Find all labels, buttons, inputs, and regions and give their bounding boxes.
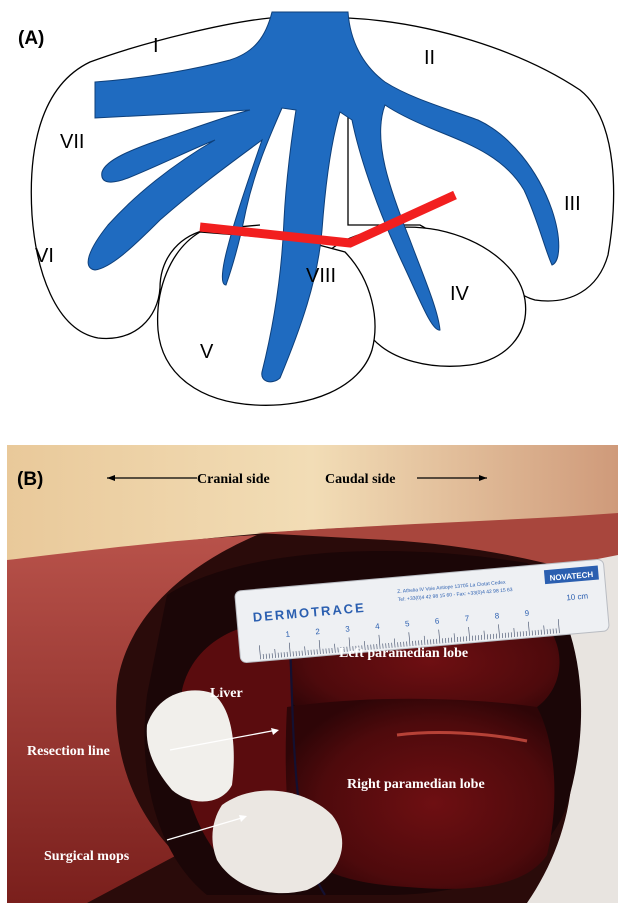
lobe-label-i: I <box>153 35 159 57</box>
surgical-mops-label: Surgical mops <box>44 849 130 864</box>
lobe-label-ii: II <box>424 47 435 69</box>
lobe-label-iii: III <box>564 193 581 215</box>
panel-a-label: (A) <box>18 28 44 49</box>
ruler-unit: 10 cm <box>566 591 589 602</box>
right-paramedian-lobe-label: Right paramedian lobe <box>347 777 485 792</box>
panel-b-label: (B) <box>17 469 43 490</box>
caudal-side-label: Caudal side <box>325 472 395 487</box>
lobe-label-iv: IV <box>450 283 470 305</box>
liver-label: Liver <box>210 686 243 701</box>
cranial-side-label: Cranial side <box>197 472 270 487</box>
lobe-label-vii: VII <box>60 131 84 153</box>
left-paramedian-lobe-label: Left paramedian lobe <box>339 646 468 661</box>
lobe-label-viii: VIII <box>306 265 336 287</box>
surgical-photo: DERMOTRACE NOVATECH Z. Athelia IV Voie A… <box>7 445 618 903</box>
liver-lobe-diagram: (A) I II III IV V VI VII VIII <box>0 0 625 440</box>
lobe-label-v: V <box>200 341 214 363</box>
lobe-label-vi: VI <box>35 245 54 267</box>
resection-line-label: Resection line <box>27 744 110 759</box>
